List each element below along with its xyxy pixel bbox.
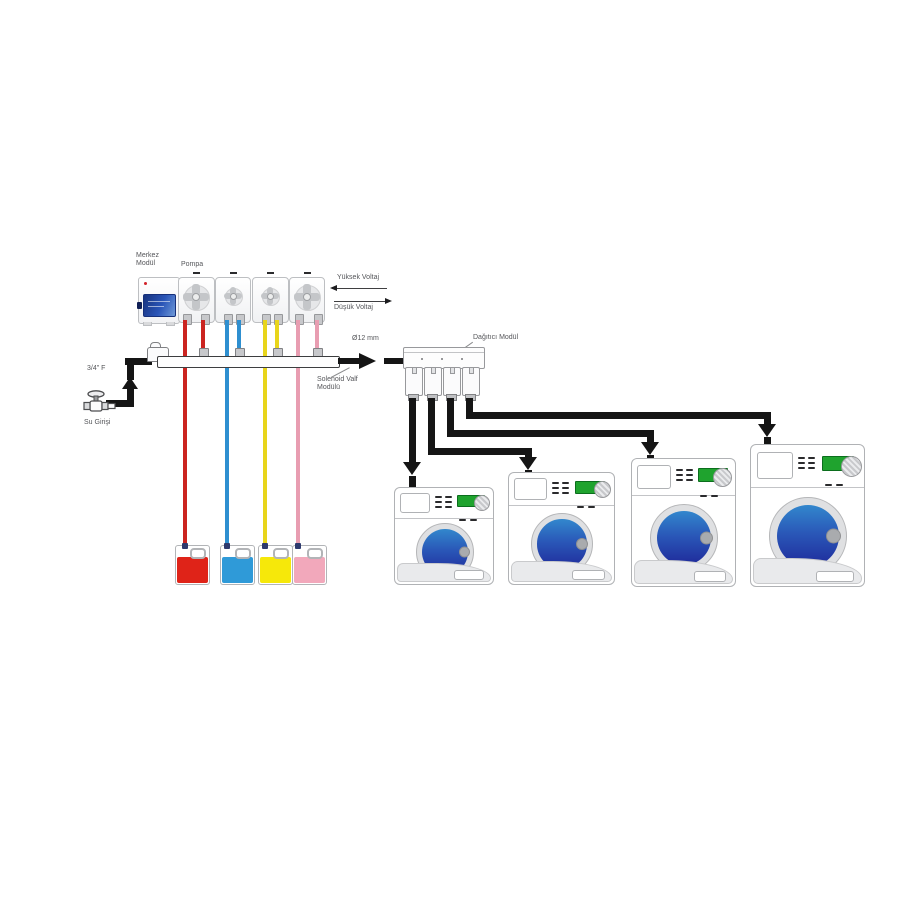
water-inlet-valve bbox=[83, 390, 116, 412]
control-buttons bbox=[552, 482, 569, 497]
power-led bbox=[144, 282, 147, 285]
chemical-jug-red bbox=[175, 543, 210, 585]
flow-right-arrow-icon bbox=[359, 353, 376, 369]
mount-screw-icon bbox=[230, 272, 237, 274]
pump-label: Pompa bbox=[181, 261, 204, 268]
detergent-drawer bbox=[400, 493, 430, 513]
hose-to-machine-2 bbox=[428, 398, 435, 455]
flow-down-arrow-icon bbox=[641, 442, 659, 455]
suction-tube-pink bbox=[296, 320, 300, 550]
mount-screw-icon bbox=[267, 272, 274, 274]
jug-cap bbox=[262, 543, 268, 549]
dosing-pump-3 bbox=[252, 272, 289, 325]
washing-machine-3 bbox=[631, 458, 736, 587]
discharge-tube-blue bbox=[237, 320, 241, 350]
inlet-pipe-elbow bbox=[125, 358, 152, 365]
discharge-tube-yellow bbox=[275, 320, 279, 350]
door-handle bbox=[700, 531, 714, 545]
suction-tube-red bbox=[183, 320, 187, 550]
chemical-jug-pink bbox=[292, 543, 327, 585]
jug-cap bbox=[182, 543, 188, 549]
hose-to-machine-4 bbox=[466, 398, 473, 419]
solenoid-valve-module bbox=[157, 356, 340, 368]
jug-cap bbox=[224, 543, 230, 549]
control-buttons bbox=[435, 496, 452, 511]
program-knob bbox=[841, 456, 862, 477]
kick-plate bbox=[815, 571, 854, 582]
detergent-drawer bbox=[637, 465, 671, 489]
washing-machine-4 bbox=[750, 444, 865, 587]
dosing-pump-4 bbox=[289, 272, 325, 325]
mount-screw-icon bbox=[304, 272, 311, 274]
jug-cap bbox=[295, 543, 301, 549]
pipe-diameter-label: Ø12 mm bbox=[352, 335, 379, 342]
distributor-valve-4 bbox=[462, 367, 480, 396]
discharge-tube-red bbox=[201, 320, 205, 350]
control-buttons bbox=[676, 469, 693, 484]
chemical-jug-yellow bbox=[258, 543, 293, 585]
distributor-valve-1 bbox=[405, 367, 423, 396]
central-module-label: Merkez Modül bbox=[136, 252, 159, 268]
door-handle bbox=[826, 528, 842, 544]
flow-down-arrow-icon bbox=[519, 457, 537, 470]
kick-plate bbox=[453, 570, 485, 580]
control-buttons bbox=[798, 457, 815, 472]
dosing-pump-1 bbox=[178, 272, 215, 325]
door-handle bbox=[576, 538, 589, 550]
washing-machine-1 bbox=[394, 487, 494, 585]
jug-handle bbox=[307, 548, 323, 559]
door-handle bbox=[458, 546, 470, 558]
pump-outlet bbox=[201, 314, 210, 325]
hose-to-machine-3 bbox=[447, 398, 454, 437]
high-voltage-line bbox=[334, 288, 387, 289]
chemical-jug-blue bbox=[220, 543, 255, 585]
central-module-button bbox=[137, 302, 142, 309]
low-voltage-line bbox=[334, 301, 387, 302]
suction-tube-blue bbox=[225, 320, 229, 550]
solenoid-valve-module-label: Solenoid Valf Modülü bbox=[317, 376, 358, 392]
jug-handle bbox=[273, 548, 289, 559]
jug-handle bbox=[190, 548, 206, 559]
pump-outlet bbox=[183, 314, 192, 325]
arrow-right-icon bbox=[385, 298, 392, 304]
jug-handle bbox=[235, 548, 251, 559]
washing-machine-2 bbox=[508, 472, 615, 585]
flow-down-arrow-icon bbox=[403, 462, 421, 475]
water-inlet-label: Su Girişi bbox=[84, 419, 111, 426]
central-module-screen bbox=[143, 294, 176, 317]
dosing-pump-2 bbox=[215, 272, 251, 325]
mount-screw-icon bbox=[193, 272, 200, 274]
suction-tube-yellow bbox=[263, 320, 267, 550]
low-voltage-label: Düşük Voltaj bbox=[334, 304, 373, 311]
flow-down-arrow-icon bbox=[758, 424, 776, 437]
distributor-valve-3 bbox=[443, 367, 461, 396]
program-knob bbox=[474, 495, 490, 511]
hose-to-machine-1 bbox=[409, 398, 416, 462]
high-voltage-label: Yüksek Voltaj bbox=[337, 274, 380, 281]
kick-plate bbox=[572, 570, 605, 580]
central-module bbox=[137, 277, 180, 326]
kick-plate bbox=[693, 571, 726, 582]
distributor-module bbox=[403, 347, 485, 369]
detergent-drawer bbox=[757, 452, 793, 479]
distributor-module-label: Dağıtıcı Modül bbox=[473, 334, 519, 341]
detergent-drawer bbox=[514, 478, 547, 500]
distributor-valve-2 bbox=[424, 367, 442, 396]
flow-up-arrow-icon bbox=[122, 377, 138, 389]
water-inlet-size-label: 3/4" F bbox=[87, 365, 106, 372]
discharge-tube-pink bbox=[315, 320, 319, 350]
program-knob bbox=[713, 468, 732, 487]
arrow-left-icon bbox=[330, 285, 337, 291]
program-knob bbox=[594, 481, 611, 498]
